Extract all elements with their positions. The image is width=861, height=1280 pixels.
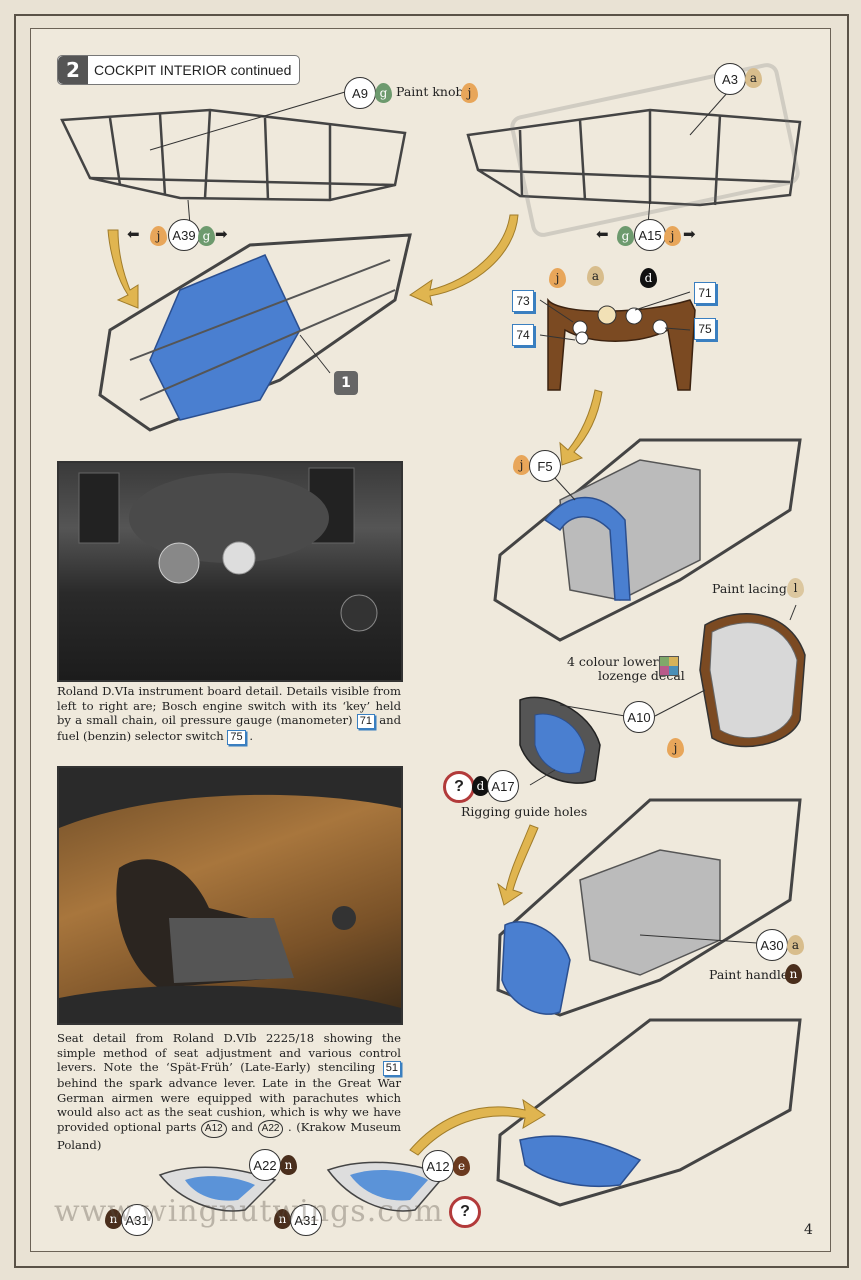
- lozenge-label-line1: 4 colour lower: [567, 654, 659, 669]
- caption-seat-detail: Seat detail from Roland D.VIb 2225/18 sh…: [57, 1031, 402, 1153]
- caption1-mid: and fuel (benzin) selector switch: [57, 713, 401, 744]
- fuselage-assembly-a30: [496, 798, 802, 1017]
- rigging-guide-label: Rigging guide holes: [461, 804, 588, 819]
- paint-drop-n: n: [274, 1209, 291, 1229]
- left-arrow-icon: ⬅: [127, 225, 140, 243]
- seat-detail-photo: [57, 766, 403, 1025]
- optional-question-icon: ?: [449, 1196, 481, 1228]
- lozenge-swatch-icon: [659, 656, 679, 676]
- photo-detail: [59, 768, 401, 1023]
- decal-ref-51: 51: [382, 1061, 402, 1077]
- right-arrow-icon: ➡: [215, 225, 228, 243]
- website-watermark: www.wingnutwings.com: [54, 1194, 444, 1229]
- paint-drop-j: j: [667, 738, 684, 758]
- part-ref-a12: A12: [200, 1119, 227, 1138]
- callout-a12: A12: [422, 1150, 454, 1182]
- decal-71: 71: [694, 282, 716, 304]
- left-arrow-icon: ⬅: [596, 225, 609, 243]
- decal-ref-71: 71: [356, 714, 375, 730]
- fuselage-frame-right: [466, 108, 802, 207]
- seat-a12: [326, 1161, 447, 1212]
- paint-drop-j: j: [664, 226, 681, 246]
- paint-drop-d: d: [640, 268, 657, 288]
- paint-knob-label: Paint knob: [396, 84, 464, 99]
- optional-question-icon: ?: [443, 771, 475, 803]
- assembly-arrows: [107, 214, 603, 1156]
- caption2-part3: . (Krakow Museum Poland): [57, 1119, 401, 1152]
- callout-a10: A10: [623, 701, 655, 733]
- caption1-end: .: [249, 729, 254, 744]
- paint-drop-a: a: [745, 68, 762, 88]
- page-border: [14, 14, 849, 1268]
- fuselage-frame-left: [60, 108, 407, 202]
- paint-drop-n: n: [280, 1155, 297, 1175]
- callout-a39: A39: [168, 219, 200, 251]
- paint-drop-g: g: [198, 226, 215, 246]
- paint-drop-a: a: [587, 266, 604, 286]
- paint-drop-n: n: [105, 1209, 122, 1229]
- paint-drop-j: j: [150, 226, 167, 246]
- caption2-part1: Seat detail from Roland D.VIb 2225/18 sh…: [57, 1031, 401, 1075]
- callout-a31: A31: [290, 1204, 322, 1236]
- leader-lines: [149, 91, 797, 944]
- step-header: 2 COCKPIT INTERIOR continued: [57, 55, 301, 85]
- decal-74: 74: [512, 324, 534, 346]
- callout-a30: A30: [756, 929, 788, 961]
- photo-detail: [78, 467, 378, 632]
- paint-drop-l: l: [787, 578, 804, 598]
- caption1-text: Roland D.VIa instrument board detail. De…: [57, 684, 401, 728]
- part-number-badge: 1: [334, 371, 358, 395]
- part-ref-a22: A22: [257, 1119, 284, 1138]
- decal-73: 73: [512, 290, 534, 312]
- instrument-board-photo: [57, 461, 403, 682]
- caption2-and: and: [231, 1119, 254, 1134]
- paint-handle-label: Paint handle: [709, 967, 789, 982]
- watermark-stamp: [510, 63, 800, 237]
- page-number: 4: [804, 1222, 813, 1238]
- instrument-board: [547, 297, 696, 391]
- caption-instrument-board: Roland D.VIa instrument board detail. De…: [57, 684, 401, 746]
- callout-a22: A22: [249, 1149, 281, 1181]
- step-title: COCKPIT INTERIOR continued: [94, 62, 292, 78]
- paint-drop-g: g: [375, 83, 392, 103]
- paint-drop-d: d: [472, 776, 489, 796]
- fuselage-assembly-f5: [493, 438, 802, 642]
- paint-lacing-label: Paint lacing: [712, 581, 787, 596]
- paint-drop-g: g: [617, 226, 634, 246]
- paint-drop-j: j: [461, 83, 478, 103]
- caption2-part2: behind the spark advance lever. Late in …: [57, 1076, 401, 1134]
- paint-drop-e: e: [453, 1156, 470, 1176]
- paint-drop-n: n: [785, 964, 802, 984]
- callout-a31: A31: [121, 1204, 153, 1236]
- paint-drop-j: j: [549, 268, 566, 288]
- decal-ref-75: 75: [227, 730, 246, 746]
- seat-back-panel: [699, 613, 806, 748]
- callout-a3: A3: [714, 63, 746, 95]
- callout-a15: A15: [634, 219, 666, 251]
- callout-a9: A9: [344, 77, 376, 109]
- cockpit-assembly-1: [98, 233, 412, 432]
- callout-f5: F5: [529, 450, 561, 482]
- right-arrow-icon: ➡: [683, 225, 696, 243]
- fuselage-assembly-seat: [496, 1018, 802, 1207]
- decal-75: 75: [694, 318, 716, 340]
- seat-a22: [158, 1166, 277, 1212]
- rigging-plate-a17: [519, 696, 601, 784]
- paint-drop-a: a: [787, 935, 804, 955]
- step-number: 2: [58, 56, 88, 84]
- callout-a17: A17: [487, 770, 519, 802]
- paint-drop-j: j: [513, 455, 530, 475]
